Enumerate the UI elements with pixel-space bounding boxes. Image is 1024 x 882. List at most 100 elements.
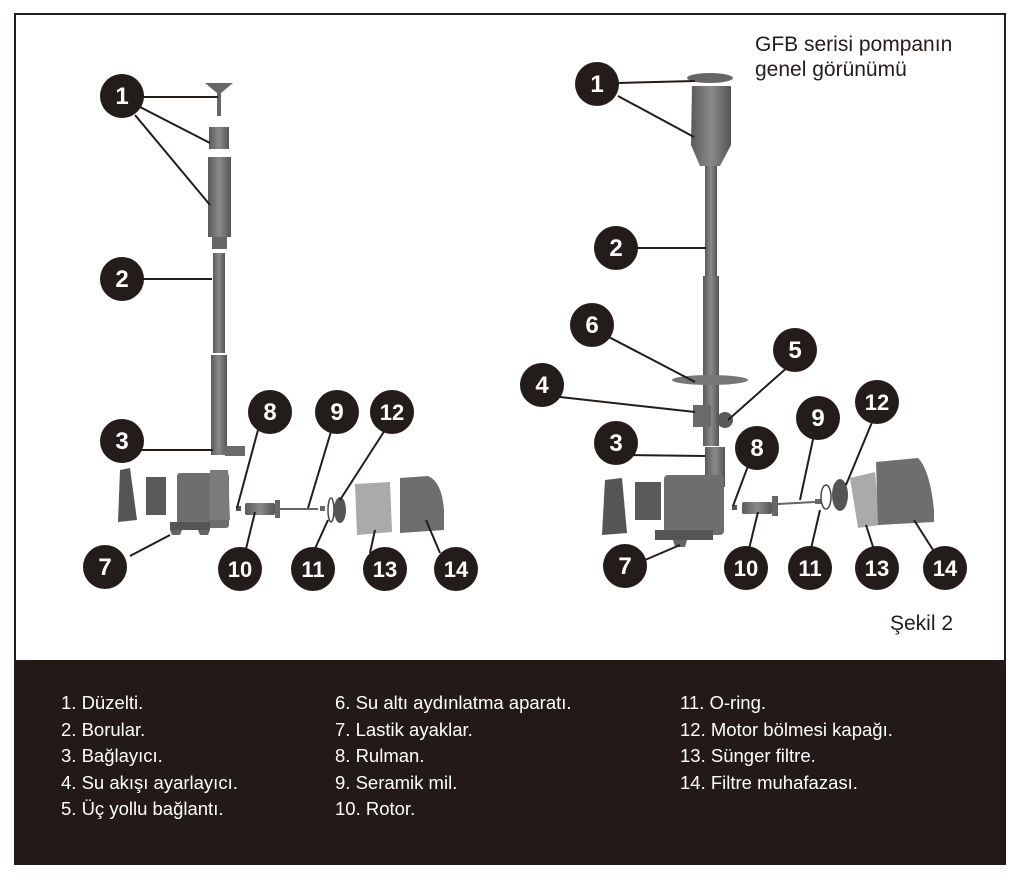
svg-text:12: 12 bbox=[380, 400, 404, 425]
diagram-title: GFB serisi pompanın genel görünümü bbox=[755, 32, 952, 82]
callout: 8 bbox=[248, 390, 292, 434]
filter-housing-part bbox=[876, 458, 934, 525]
motor-cover-part bbox=[832, 479, 848, 511]
legend-column-1: 1. Düzelti. 2. Borular. 3. Bağlayıcı. 4.… bbox=[61, 690, 238, 823]
nozzle-cap-part bbox=[687, 73, 733, 83]
callouts-left: 1 2 3 7 8 9 12 10 11 13 14 bbox=[83, 74, 478, 591]
pipe-part bbox=[213, 253, 225, 353]
callout: 10 bbox=[218, 547, 262, 591]
flow-adjuster-part bbox=[693, 405, 711, 427]
svg-text:14: 14 bbox=[933, 556, 958, 581]
filter-housing-part bbox=[400, 476, 444, 533]
svg-text:10: 10 bbox=[228, 557, 252, 582]
pipe-part bbox=[705, 166, 717, 276]
legend-item: 8. Rulman. bbox=[335, 745, 425, 766]
callout: 3 bbox=[100, 419, 144, 463]
legend-item: 2. Borular. bbox=[61, 718, 146, 740]
svg-text:13: 13 bbox=[373, 557, 397, 582]
side-cover-part bbox=[118, 468, 137, 522]
svg-text:11: 11 bbox=[798, 556, 821, 581]
callouts-right: 1 2 6 5 4 3 8 9 12 7 10 11 13 14 bbox=[520, 62, 967, 590]
svg-text:9: 9 bbox=[811, 405, 824, 432]
pump-body bbox=[664, 475, 724, 535]
callout: 14 bbox=[923, 546, 967, 590]
svg-text:7: 7 bbox=[98, 554, 111, 581]
leader-lines bbox=[129, 80, 936, 561]
ceramic-shaft-part bbox=[777, 501, 816, 505]
callout: 2 bbox=[594, 226, 638, 270]
svg-text:8: 8 bbox=[263, 399, 276, 426]
rotor-part bbox=[245, 503, 275, 515]
svg-text:13: 13 bbox=[865, 556, 889, 581]
svg-text:3: 3 bbox=[609, 430, 622, 457]
callout: 6 bbox=[570, 303, 614, 347]
callout: 14 bbox=[434, 547, 478, 591]
side-cover-part bbox=[602, 478, 627, 535]
nozzle-body-part bbox=[208, 157, 231, 237]
rotor-part bbox=[742, 502, 772, 514]
legend-item: 1. Düzelti. bbox=[61, 692, 144, 713]
svg-text:2: 2 bbox=[115, 266, 128, 293]
motor-block-part bbox=[635, 482, 661, 520]
callout: 13 bbox=[855, 546, 899, 590]
callout: 10 bbox=[724, 546, 768, 590]
bearing-part bbox=[732, 505, 737, 510]
legend-column-2: 6. Su altı aydınlatma aparatı. 7. Lastik… bbox=[335, 690, 572, 823]
callout: 8 bbox=[735, 426, 779, 470]
callout: 4 bbox=[520, 363, 564, 407]
callout: 9 bbox=[796, 396, 840, 440]
motor-cover-part bbox=[334, 497, 346, 523]
parts-legend: 1. Düzelti. 2. Borular. 3. Bağlayıcı. 4.… bbox=[15, 660, 1006, 865]
bearing-part bbox=[236, 506, 241, 511]
legend-item: 7. Lastik ayaklar. bbox=[335, 718, 473, 740]
svg-text:14: 14 bbox=[444, 557, 469, 582]
svg-text:2: 2 bbox=[609, 235, 622, 262]
legend-item: 10. Rotor. bbox=[335, 798, 416, 819]
svg-text:1: 1 bbox=[115, 83, 128, 110]
svg-text:10: 10 bbox=[734, 556, 758, 581]
callout: 2 bbox=[100, 257, 144, 301]
svg-text:8: 8 bbox=[750, 435, 763, 462]
callout: 7 bbox=[603, 544, 647, 588]
svg-text:12: 12 bbox=[865, 390, 889, 415]
callout: 12 bbox=[370, 390, 414, 434]
callout: 3 bbox=[594, 421, 638, 465]
callout: 7 bbox=[83, 545, 127, 589]
legend-item: 5. Üç yollu bağlantı. bbox=[61, 798, 224, 819]
legend-item: 3. Bağlayıcı. bbox=[61, 745, 163, 766]
nozzle-part bbox=[205, 83, 233, 116]
sponge-filter-part bbox=[850, 472, 880, 528]
callout: 9 bbox=[315, 390, 359, 434]
legend-column-3: 11. O-ring. 12. Motor bölmesi kapağı. 13… bbox=[680, 690, 893, 796]
title-line-1: GFB serisi pompanın bbox=[755, 33, 953, 56]
sponge-filter-part bbox=[355, 482, 392, 535]
callout: 13 bbox=[363, 547, 407, 591]
svg-text:4: 4 bbox=[535, 372, 549, 399]
legend-item: 13. Sünger filtre. bbox=[680, 745, 816, 766]
exploded-diagrams: 1 2 3 7 8 9 12 10 11 13 14 1 2 6 5 4 3 8… bbox=[83, 62, 967, 591]
connector-part bbox=[225, 446, 245, 456]
figure-label: Şekil 2 bbox=[890, 612, 954, 635]
callout: 11 bbox=[788, 546, 832, 590]
svg-text:7: 7 bbox=[618, 553, 631, 580]
o-ring-part bbox=[820, 484, 832, 510]
callout: 1 bbox=[100, 74, 144, 118]
legend-item: 6. Su altı aydınlatma aparatı. bbox=[335, 692, 572, 713]
svg-text:6: 6 bbox=[585, 312, 598, 339]
motor-block-part bbox=[146, 477, 166, 515]
underwater-light-part bbox=[672, 375, 748, 385]
three-way-connector-part bbox=[717, 412, 733, 428]
svg-text:1: 1 bbox=[590, 71, 603, 98]
left-pump-diagram bbox=[118, 83, 444, 535]
legend-item: 14. Filtre muhafazası. bbox=[680, 771, 858, 793]
callout: 5 bbox=[773, 328, 817, 372]
legend-item: 4. Su akışı ayarlayıcı. bbox=[61, 771, 238, 793]
callout: 11 bbox=[291, 547, 335, 591]
nozzle-body-part bbox=[691, 86, 731, 166]
callout: 1 bbox=[575, 62, 619, 106]
legend-item: 12. Motor bölmesi kapağı. bbox=[680, 718, 893, 740]
callout: 12 bbox=[855, 380, 899, 424]
title-line-2: genel görünümü bbox=[755, 58, 907, 81]
legend-item: 9. Seramik mil. bbox=[335, 771, 458, 793]
svg-text:5: 5 bbox=[788, 337, 801, 364]
